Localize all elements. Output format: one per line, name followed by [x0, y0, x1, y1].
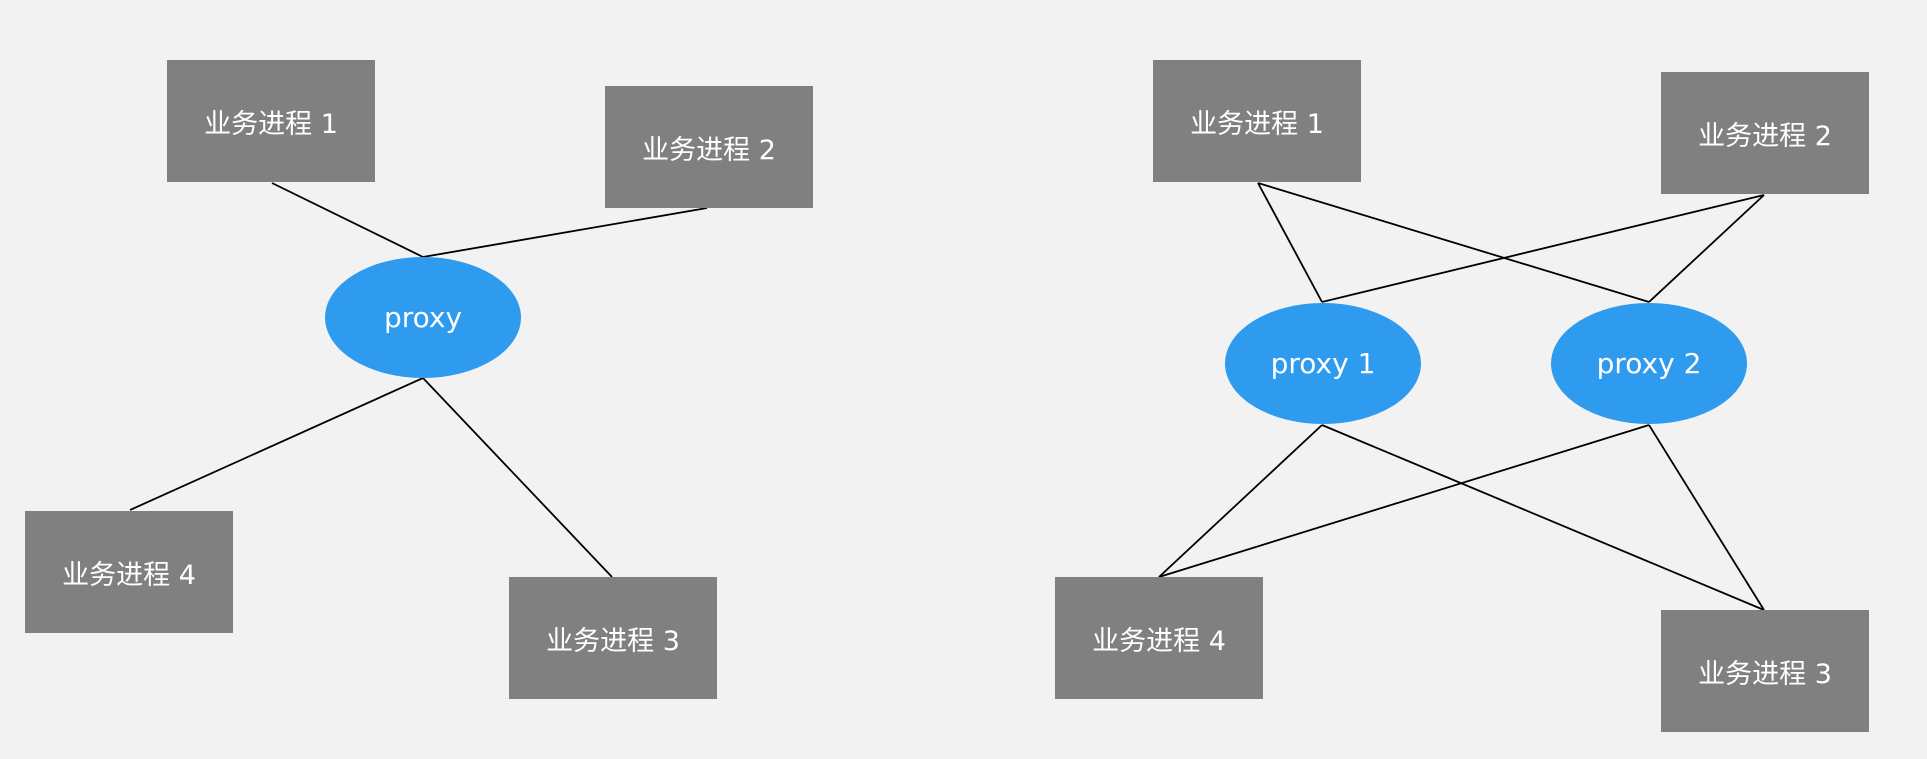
right-process-4: 业务进程 4 — [1055, 577, 1263, 699]
left-process-1: 业务进程 1 — [167, 60, 375, 182]
edge-right-proxy1-p3 — [1321, 424, 1765, 611]
edge-right-p1-proxy1 — [1257, 182, 1323, 303]
edge-left-p1-proxy — [271, 182, 424, 258]
left-process-3: 业务进程 3 — [509, 577, 717, 699]
edge-right-p2-proxy1 — [1321, 194, 1765, 303]
left-process-2: 业务进程 2 — [605, 86, 813, 208]
edge-right-p1-proxy2 — [1257, 182, 1650, 303]
edge-left-p2-proxy — [422, 207, 708, 258]
right-proxy-2: proxy 2 — [1551, 303, 1747, 424]
edge-right-proxy1-p4 — [1158, 424, 1323, 578]
left-proxy: proxy — [325, 257, 521, 378]
edge-right-proxy2-p4 — [1158, 424, 1650, 578]
right-proxy-1: proxy 1 — [1225, 303, 1421, 424]
edge-left-proxy-p4 — [129, 377, 424, 511]
edge-right-p2-proxy2 — [1648, 194, 1765, 303]
right-process-3: 业务进程 3 — [1661, 610, 1869, 732]
edge-left-proxy-p3 — [422, 377, 613, 578]
edge-right-proxy2-p3 — [1648, 424, 1765, 611]
left-process-4: 业务进程 4 — [25, 511, 233, 633]
right-process-2: 业务进程 2 — [1661, 72, 1869, 194]
right-process-1: 业务进程 1 — [1153, 60, 1361, 182]
